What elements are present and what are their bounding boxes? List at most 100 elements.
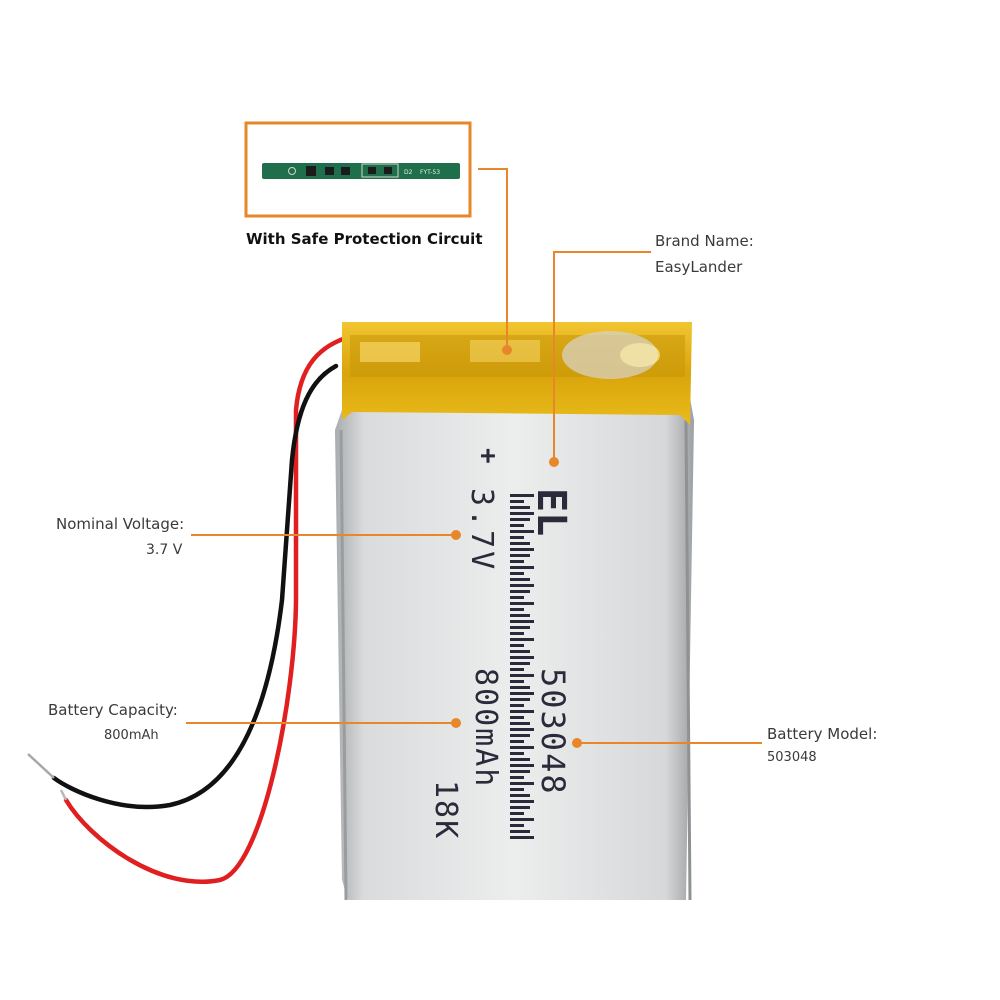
battery-print: 800mAh xyxy=(468,668,503,788)
black-wire-tip xyxy=(27,753,55,779)
callout-dot-model xyxy=(572,738,582,748)
barcode-bar xyxy=(510,554,530,557)
barcode-bar xyxy=(510,686,530,689)
barcode-bar xyxy=(510,704,524,707)
tape-highlight xyxy=(360,342,420,362)
barcode-bar xyxy=(510,680,524,683)
red-wire-tip xyxy=(59,789,68,801)
barcode-bar xyxy=(510,692,534,695)
model-heading: Battery Model: xyxy=(767,725,878,743)
barcode-bar xyxy=(510,752,524,755)
battery-print: EL xyxy=(528,488,574,536)
barcode-bar xyxy=(510,536,524,539)
battery-body-edge xyxy=(339,429,348,901)
barcode-bar xyxy=(510,836,534,839)
barcode-bar xyxy=(510,788,524,791)
barcode-bar xyxy=(510,698,530,701)
pcb-component-block xyxy=(361,163,399,178)
barcode-bar xyxy=(510,644,524,647)
battery-capacity-print: 800mAh xyxy=(468,668,503,788)
callout-line-brand xyxy=(553,251,651,458)
barcode-bar xyxy=(510,524,524,527)
barcode-bar xyxy=(510,542,530,545)
red-wire xyxy=(63,333,355,884)
barcode-bar xyxy=(510,506,530,509)
barcode-bar xyxy=(510,830,530,833)
battery-print: 18K xyxy=(428,780,463,840)
barcode-bar xyxy=(510,650,530,653)
callout-dot-capacity xyxy=(451,718,461,728)
barcode-bar xyxy=(510,578,530,581)
barcode-bar xyxy=(510,620,534,623)
voltage-value: 3.7 V xyxy=(146,542,183,558)
battery-date-code: 18K xyxy=(428,780,463,840)
barcode-bar xyxy=(510,728,534,731)
barcode-bar xyxy=(510,566,534,569)
tape-highlight xyxy=(620,343,660,367)
battery-voltage-print: 3.7V xyxy=(464,488,499,572)
barcode-bar xyxy=(510,572,524,575)
barcode-bar xyxy=(510,800,534,803)
barcode-bar xyxy=(510,614,530,617)
pcb-chip xyxy=(368,167,376,174)
capacity-heading: Battery Capacity: xyxy=(48,701,178,719)
barcode-bar xyxy=(510,602,534,605)
black-wire xyxy=(51,363,339,810)
battery-logo: EL xyxy=(528,488,574,536)
callout-dot-voltage xyxy=(451,530,461,540)
barcode-bar xyxy=(510,584,534,587)
barcode-bar xyxy=(510,716,524,719)
barcode-bar xyxy=(510,632,524,635)
battery-print: + xyxy=(473,448,503,464)
barcode-bar xyxy=(510,806,530,809)
barcode-bar xyxy=(510,662,530,665)
brand-heading: Brand Name: xyxy=(655,232,754,250)
barcode-bar xyxy=(510,548,534,551)
barcode-bar xyxy=(510,668,524,671)
pcb-chip xyxy=(341,167,350,175)
battery-print: 3.7V xyxy=(464,488,499,572)
battery-model-print: 503048 xyxy=(534,668,572,796)
capacity-value: 800mAh xyxy=(104,728,159,743)
barcode-bar xyxy=(510,638,534,641)
callout-line-pcb xyxy=(478,168,508,345)
pcb-chip xyxy=(306,166,316,176)
barcode-bar xyxy=(510,596,524,599)
barcode-bar xyxy=(510,608,524,611)
callout-dot-brand xyxy=(549,457,559,467)
battery-body-edge xyxy=(684,419,692,901)
barcode-bar xyxy=(510,770,530,773)
barcode-bar xyxy=(510,518,530,521)
brand-value: EasyLander xyxy=(655,258,743,276)
barcode-bar xyxy=(510,818,534,821)
barcode-bar xyxy=(510,812,524,815)
polarity-mark: + xyxy=(473,448,503,464)
barcode-bar xyxy=(510,794,530,797)
barcode-bar xyxy=(510,722,530,725)
barcode-bar xyxy=(510,710,534,713)
pcb-ic-mark: D2 xyxy=(404,169,413,176)
pcb-pad xyxy=(288,167,296,175)
barcode-bar xyxy=(510,764,534,767)
barcode-bar xyxy=(510,590,530,593)
barcode-bar xyxy=(510,746,534,749)
voltage-heading: Nominal Voltage: xyxy=(56,515,185,533)
barcode-bar xyxy=(510,530,534,533)
battery-print: 503048 xyxy=(534,668,572,796)
barcode-bar xyxy=(510,512,534,515)
barcode-bar xyxy=(510,782,534,785)
callout-dot-pcb xyxy=(502,345,512,355)
barcode-bar xyxy=(510,560,524,563)
barcode-bar xyxy=(510,824,524,827)
barcode-bar xyxy=(510,626,530,629)
barcode-bar xyxy=(510,500,524,503)
nickel-tab xyxy=(562,331,658,379)
pcb-chip xyxy=(384,167,392,174)
barcode-bar xyxy=(510,674,534,677)
barcode xyxy=(510,494,534,839)
model-value: 503048 xyxy=(767,750,817,765)
barcode-bar xyxy=(510,656,534,659)
barcode-bar xyxy=(510,776,524,779)
barcode-bar xyxy=(510,494,534,497)
